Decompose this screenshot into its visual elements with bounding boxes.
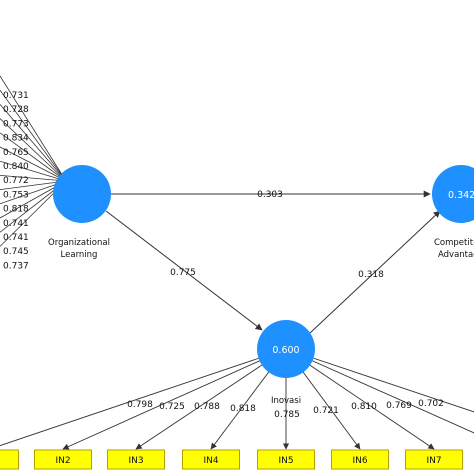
ol-loading-line <box>0 146 67 182</box>
ol-loading-value: 0.818 <box>3 205 29 215</box>
ol-loading-value: 0.745 <box>3 247 29 257</box>
indicator-box[interactable] <box>405 449 463 470</box>
inovasi-loading-value: 0.785 <box>274 410 300 420</box>
path-value-in-ca: 0.318 <box>358 270 384 280</box>
ol-loading-value: 0.741 <box>3 219 29 229</box>
ol-loading-value: 0.728 <box>3 105 29 115</box>
inovasi-loading-value: 0.721 <box>313 406 339 416</box>
ol-loading-line <box>0 180 67 190</box>
label-inovasi: Inovasi <box>271 396 301 406</box>
ol-loading-value: 0.765 <box>3 148 29 158</box>
indicator-box[interactable] <box>182 449 240 470</box>
indicator-label: IN4 <box>203 456 218 466</box>
inovasi-loading-line <box>285 348 474 434</box>
latent-inovasi[interactable] <box>257 320 315 378</box>
inovasi-indicators: IN2 IN3 IN4 IN5 IN6 IN7 <box>0 449 463 470</box>
indicator-label: IN5 <box>278 456 293 466</box>
indicator-box[interactable] <box>331 449 389 470</box>
ol-loading-value: 0.772 <box>3 176 29 186</box>
r2-competitive: 0.342 <box>448 190 474 201</box>
label-org-learning-1: Organizational <box>48 238 110 248</box>
indicator-box[interactable] <box>0 449 19 470</box>
ol-loading-line <box>0 160 67 182</box>
ol-loading-line <box>0 175 67 182</box>
inovasi-loading-value: 0.818 <box>230 404 256 414</box>
ol-loading-value: 0.741 <box>3 233 29 243</box>
latent-organizational-learning[interactable] <box>53 165 111 223</box>
inovasi-loading-value: 0.702 <box>418 399 444 409</box>
latent-competitive-advantage[interactable] <box>432 165 474 223</box>
inovasi-loading-value: 0.788 <box>194 402 220 412</box>
org-learning-loadings: 0.731 0.728 0.773 0.834 0.765 0.840 0.772 0.753… <box>3 91 29 271</box>
ol-loading-line <box>0 118 67 182</box>
inovasi-loading-line <box>62 348 287 450</box>
inovasi-loadings: 0.798 0.725 0.788 0.818 0.785 0.721 0.810 0.769… <box>127 399 444 420</box>
path-inovasi-to-ca <box>309 210 441 334</box>
indicator-box[interactable] <box>34 449 92 470</box>
inovasi-loading-line <box>285 348 435 450</box>
inovasi-loading-line <box>0 348 287 447</box>
label-competitive-1: Competiti <box>434 238 474 248</box>
indicator-box[interactable] <box>257 449 315 470</box>
path-value-ol-ca: 0.303 <box>257 190 283 200</box>
ol-loading-line <box>0 104 67 182</box>
indicator-label: IN3 <box>128 456 143 466</box>
ol-loading-value: 0.834 <box>3 134 29 144</box>
inovasi-loading-value: 0.725 <box>159 402 185 412</box>
path-value-ol-in: 0.775 <box>170 268 196 278</box>
indicator-label: IN2 <box>55 456 70 466</box>
inovasi-loading-lines <box>0 348 474 450</box>
ol-loading-value: 0.840 <box>3 162 29 172</box>
inovasi-loading-line <box>135 348 287 450</box>
indicator-label: IN7 <box>426 456 441 466</box>
inovasi-loading-line <box>285 348 474 413</box>
ol-loading-value: 0.731 <box>3 91 29 101</box>
indicator-box[interactable] <box>107 449 165 470</box>
ol-loading-line <box>0 75 67 182</box>
r2-inovasi: 0.600 <box>272 345 299 356</box>
inovasi-loading-value: 0.810 <box>351 402 377 412</box>
ol-loading-value: 0.737 <box>3 261 29 271</box>
ol-loading-line <box>0 89 67 182</box>
label-org-learning-2: Learning <box>61 250 98 260</box>
indicator-label: IN6 <box>352 456 367 466</box>
ol-loading-value: 0.753 <box>3 190 29 200</box>
path-ol-to-inovasi <box>105 210 263 331</box>
inovasi-loading-value: 0.769 <box>386 401 412 411</box>
ol-loading-value: 0.773 <box>3 119 29 129</box>
label-competitive-2: Advantag <box>438 250 474 260</box>
inovasi-loading-value: 0.798 <box>127 400 153 410</box>
ol-loading-line <box>0 132 67 182</box>
